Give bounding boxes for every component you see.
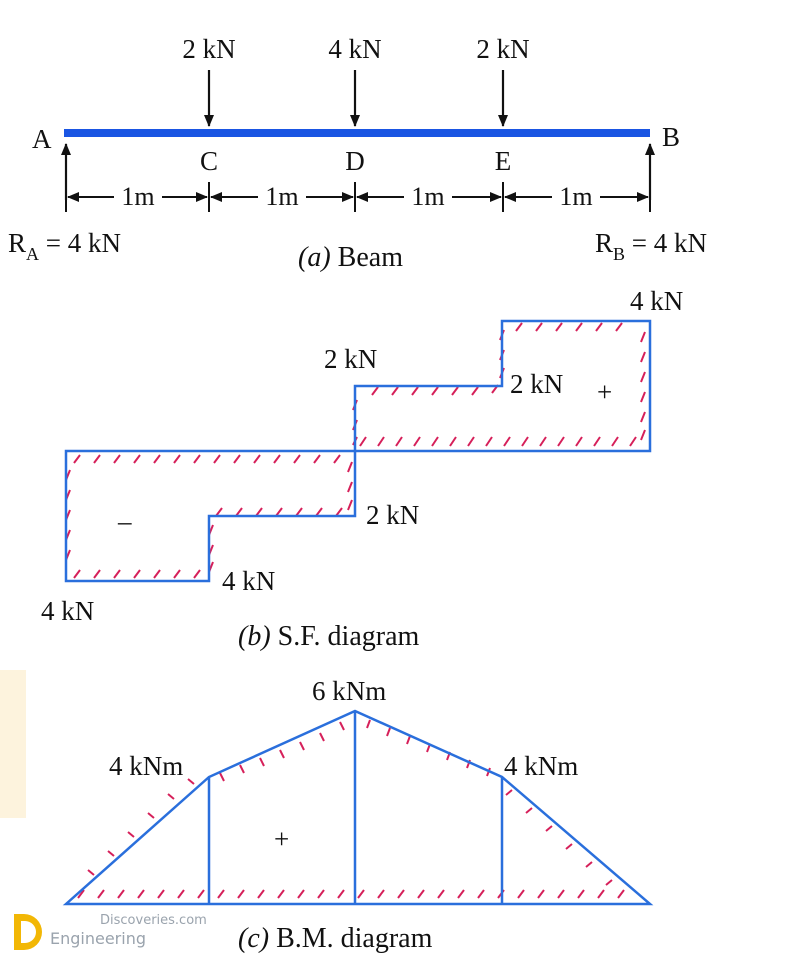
side-note-panel — [0, 670, 26, 818]
reaction-label-a: RA = 4 kN — [8, 228, 121, 264]
sf-label-mid-lower: 2 kN — [366, 500, 419, 530]
bm-diagram: 6 kNm 4 kNm 4 kNm + (c) B.M. diagram — [62, 676, 654, 954]
sf-sign-positive: + — [597, 377, 612, 407]
beam-section: 2 kN 4 kN 2 kN A B C D E — [8, 34, 707, 273]
beam-caption: (a) Beam — [298, 242, 403, 273]
sf-label-right-top: 4 kN — [630, 286, 683, 316]
load-label-e: 2 kN — [476, 34, 529, 64]
sf-sign-negative: – — [117, 506, 132, 536]
span-label-eb: 1m — [559, 182, 592, 211]
dimension-lines — [65, 182, 651, 212]
sf-label-mid-upper: 2 kN — [324, 344, 377, 374]
bm-outline — [62, 709, 654, 906]
bm-label-left: 4 kNm — [109, 751, 183, 781]
watermark-line1: Discoveries.com — [100, 913, 207, 928]
reaction-label-b: RB = 4 kN — [595, 228, 707, 264]
load-label-c: 2 kN — [182, 34, 235, 64]
span-label-ac: 1m — [121, 182, 154, 211]
sf-diagram: 4 kN 2 kN 2 kN + 2 kN – 4 kN 4 kN (b) S.… — [41, 286, 683, 652]
point-letter-d: D — [345, 146, 365, 176]
bm-sign-positive: + — [274, 824, 289, 854]
bm-label-peak: 6 kNm — [312, 676, 386, 706]
load-label-d: 4 kN — [328, 34, 381, 64]
watermark-logo: Discoveries.com Engineering — [14, 913, 207, 950]
bm-hatch — [77, 719, 625, 899]
support-letter-b: B — [662, 122, 680, 152]
sf-caption: (b) S.F. diagram — [238, 621, 420, 652]
bm-caption: (c) B.M. diagram — [238, 923, 433, 954]
point-letter-c: C — [200, 146, 218, 176]
point-letter-e: E — [495, 146, 512, 176]
sf-label-right-inner: 2 kN — [510, 369, 563, 399]
sf-outline — [64, 319, 652, 583]
watermark-line2: Engineering — [50, 929, 146, 948]
sf-label-left-inner: 4 kN — [222, 566, 275, 596]
span-label-de: 1m — [411, 182, 444, 211]
support-letter-a: A — [32, 124, 52, 154]
span-label-cd: 1m — [265, 182, 298, 211]
sf-label-left-bottom: 4 kN — [41, 596, 94, 626]
sf-hatch-negative — [65, 454, 353, 579]
bm-label-right: 4 kNm — [504, 751, 578, 781]
